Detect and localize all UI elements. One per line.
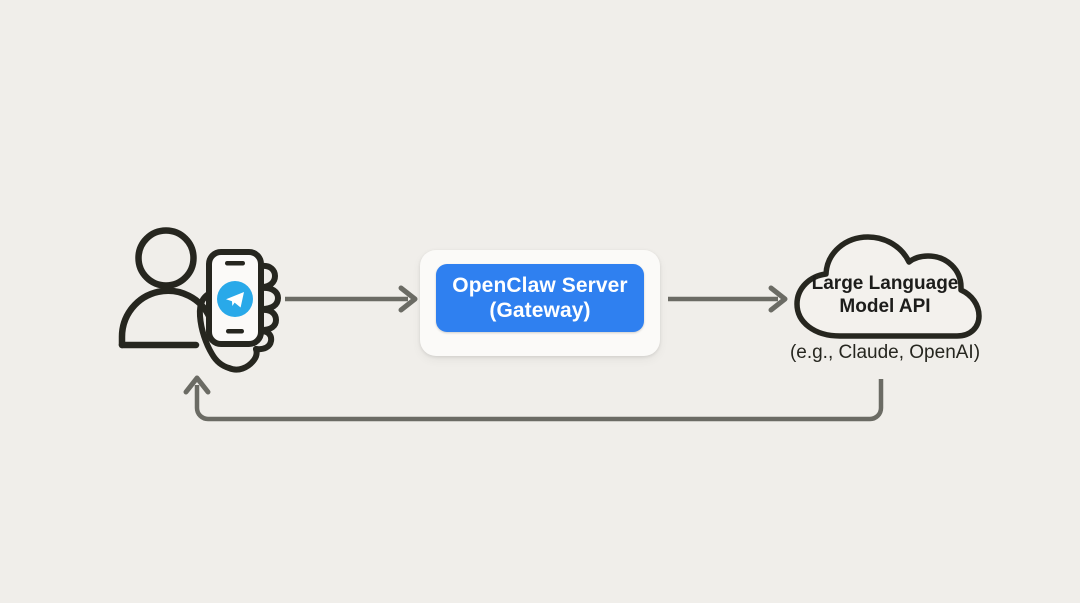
finger-4-icon xyxy=(253,328,275,353)
phone-home-bar-icon xyxy=(226,329,244,334)
arrow-return-to-user xyxy=(183,375,884,422)
phone-speaker-icon xyxy=(225,261,245,266)
telegram-icon xyxy=(217,281,253,317)
cloud-icon xyxy=(794,234,982,339)
openclaw-server-box[interactable]: OpenClaw Server (Gateway) xyxy=(420,250,660,356)
hand-thumb-icon xyxy=(196,289,232,371)
finger-3-icon xyxy=(259,306,280,333)
arrow-1-head-icon xyxy=(398,285,418,313)
cloud-shape-icon xyxy=(794,234,982,339)
return-arrow-shaft xyxy=(194,379,884,422)
finger-2-icon xyxy=(259,284,282,312)
arrow-user-to-server xyxy=(285,285,418,313)
hand-holding-phone-icon xyxy=(196,249,282,373)
person-icon xyxy=(118,227,214,349)
openclaw-server-inner[interactable]: OpenClaw Server (Gateway) xyxy=(436,264,644,332)
server-label-line1: OpenClaw Server xyxy=(452,274,628,297)
cloud-label: Large Language Model API xyxy=(795,272,975,318)
person-head-icon xyxy=(135,227,197,289)
arrow-server-to-llm xyxy=(668,285,788,313)
person-body-icon xyxy=(118,287,214,349)
cloud-label-line1: Large Language xyxy=(811,273,959,294)
cloud-caption: (e.g., Claude, OpenAI) xyxy=(789,342,981,363)
arrow-2-head-icon xyxy=(768,285,788,313)
cloud-label-line2: Model API xyxy=(839,296,931,317)
telegram-plane-icon xyxy=(226,292,244,308)
return-arrow-head-icon xyxy=(183,375,211,395)
hand-wrist-icon xyxy=(226,346,260,373)
server-label-line2: (Gateway) xyxy=(489,299,591,322)
